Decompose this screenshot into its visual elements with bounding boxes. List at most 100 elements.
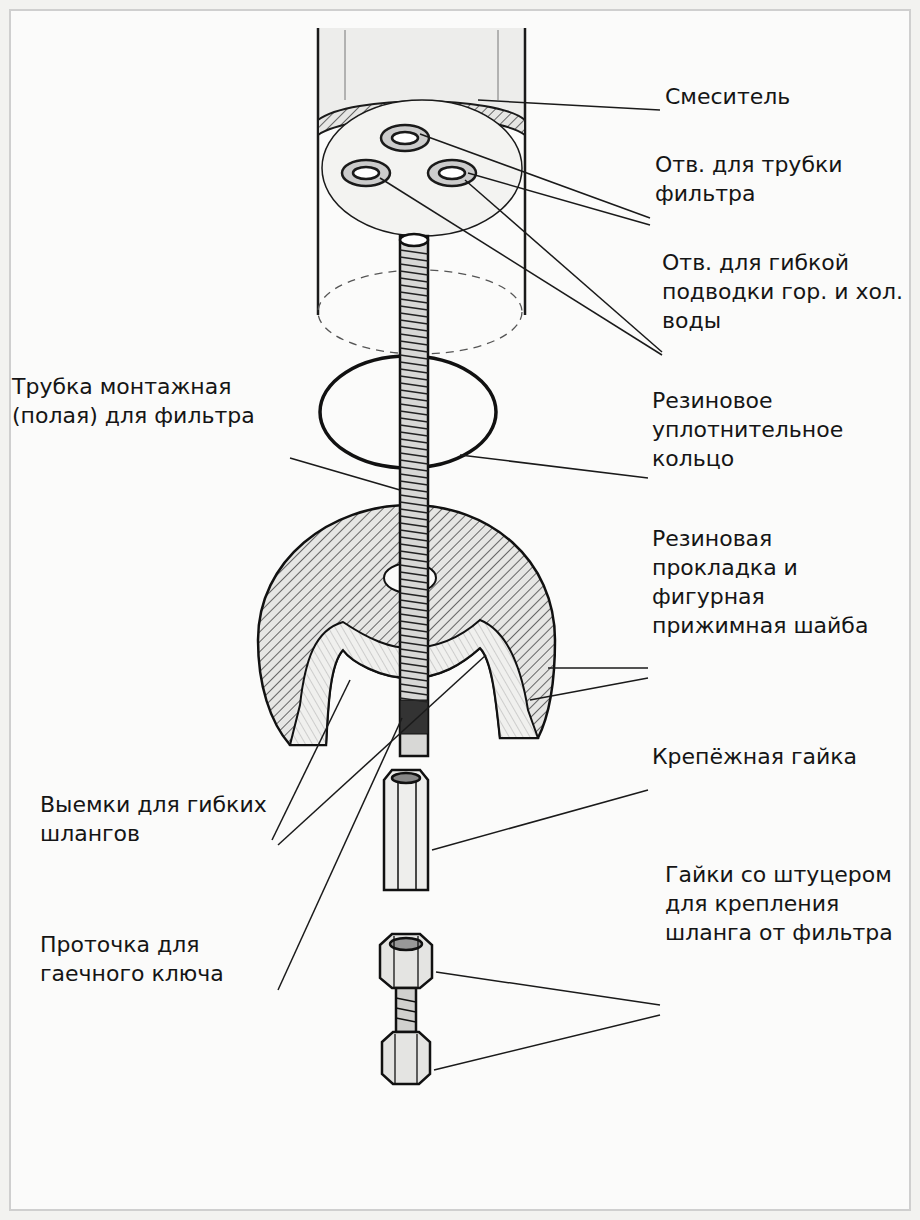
thread-line	[400, 649, 428, 653]
mounting-tube	[400, 234, 428, 246]
thread-line	[400, 691, 428, 695]
part-label: Отв. для гибкой подводки гор. и хол. вод…	[662, 248, 910, 335]
leader-lines	[380, 178, 662, 355]
thread-line	[400, 481, 428, 485]
thread-line	[400, 306, 428, 310]
thread-line	[400, 516, 428, 520]
thread-line	[400, 523, 428, 527]
part-label: Смеситель	[665, 82, 905, 111]
fixing-nut	[392, 773, 420, 783]
mixer-body	[317, 28, 320, 315]
thread-line	[400, 292, 428, 296]
thread-line	[400, 579, 428, 583]
leader-lines	[272, 680, 350, 840]
thread-line	[400, 320, 428, 324]
fixing-nut	[415, 782, 417, 890]
thread-line	[400, 439, 428, 443]
part-label: Резиновое уплотнительное кольцо	[652, 386, 907, 473]
mixer-body	[322, 100, 522, 236]
thread-line	[400, 509, 428, 513]
fitting-nuts	[396, 998, 416, 1002]
leader-lines	[278, 718, 402, 990]
mounting-tube	[400, 234, 428, 756]
thread-line	[400, 313, 428, 317]
thread-line	[400, 684, 428, 688]
fixing-nut	[384, 770, 428, 890]
thread-line	[400, 677, 428, 681]
thread-line	[400, 474, 428, 478]
thread-line	[400, 488, 428, 492]
fitting-nuts	[380, 934, 432, 988]
thread-line	[400, 537, 428, 541]
fitting-nuts	[390, 938, 422, 950]
thread-line	[400, 404, 428, 408]
thread-line	[400, 299, 428, 303]
thread-line	[400, 250, 428, 254]
leader-lines	[278, 655, 486, 845]
leader-lines	[460, 455, 648, 478]
thread-line	[400, 663, 428, 667]
thread-line	[400, 257, 428, 261]
thread-line	[400, 390, 428, 394]
leader-lines	[434, 1015, 660, 1070]
thread-line	[400, 334, 428, 338]
thread-line	[400, 495, 428, 499]
part-label: Трубка монтажная (полая) для фильтра	[12, 372, 297, 430]
fitting-nuts	[382, 1032, 430, 1084]
thread-line	[400, 264, 428, 268]
thread-line	[400, 670, 428, 674]
thread-line	[400, 446, 428, 450]
part-label: Проточка для гаечного ключа	[40, 930, 280, 988]
thread-line	[400, 432, 428, 436]
paper-sheet	[10, 10, 910, 1210]
thread-line	[400, 614, 428, 618]
fitting-nuts	[393, 936, 394, 988]
thread-line	[400, 411, 428, 415]
mixer-holes	[342, 160, 390, 186]
thread-line	[400, 628, 428, 632]
fixing-nut	[384, 770, 428, 890]
thread-line	[400, 621, 428, 625]
thread-line	[400, 635, 428, 639]
thread-line	[400, 558, 428, 562]
leader-lines	[290, 458, 400, 490]
thread-line	[400, 425, 428, 429]
leader-lines	[530, 678, 648, 700]
thread-line	[400, 586, 428, 590]
thread-line	[400, 418, 428, 422]
thread-line	[400, 530, 428, 534]
thread-line	[400, 271, 428, 275]
mixer-body	[345, 30, 346, 100]
leader-lines	[548, 667, 648, 669]
thread-line	[400, 278, 428, 282]
mixer-holes	[439, 167, 465, 179]
thread-line	[400, 600, 428, 604]
thread-line	[400, 698, 428, 702]
part-label: Отв. для трубки фильтра	[655, 150, 895, 208]
fitting-nuts	[394, 1034, 395, 1084]
thread-line	[400, 453, 428, 457]
thread-line	[400, 369, 428, 373]
thread-line	[400, 544, 428, 548]
thread-line	[400, 341, 428, 345]
thread-line	[400, 607, 428, 611]
thread-line	[400, 572, 428, 576]
thread-line	[400, 593, 428, 597]
part-label: Резиновая прокладка и фигурная прижимная…	[652, 524, 892, 640]
mixer-body	[498, 30, 499, 100]
thread-line	[400, 383, 428, 387]
part-label: Крепёжная гайка	[652, 742, 872, 771]
thread-line	[400, 460, 428, 464]
fitting-nuts	[417, 936, 418, 988]
fixing-nut	[397, 782, 399, 890]
thread-line	[400, 502, 428, 506]
thread-line	[400, 362, 428, 366]
thread-line	[400, 397, 428, 401]
thread-line	[400, 348, 428, 352]
leader-lines	[420, 134, 650, 218]
mixer-holes	[381, 125, 429, 151]
leader-lines	[468, 173, 650, 225]
fitting-nuts	[396, 1008, 416, 1012]
thread-line	[400, 565, 428, 569]
